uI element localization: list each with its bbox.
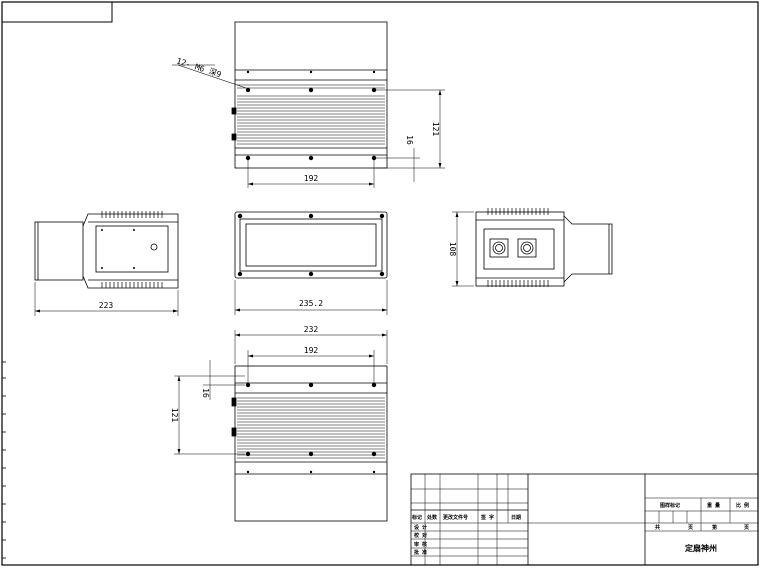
connector-right [517, 238, 537, 258]
top-view-holes [245, 70, 377, 161]
rev-header-mark: 标记 [411, 514, 422, 521]
connector-left [489, 238, 509, 258]
rev-header-count: 处数 [426, 514, 438, 521]
total-unit: 页 [688, 524, 693, 531]
bottom-view-holes [245, 382, 377, 474]
right-side-view: 108 [448, 208, 613, 287]
rev-header-date: 日期 [511, 514, 521, 521]
front-view: 235.2 [234, 211, 388, 315]
bottom-width-dim: 192 [304, 346, 319, 355]
rev-header-sign: 签 字 [480, 514, 494, 521]
right-side-vents [487, 208, 549, 287]
role-approve: 批 准 [414, 549, 427, 556]
top-height-dim: 121 [431, 122, 440, 137]
company-name: 定扇神州 [684, 543, 717, 553]
bottom-offset-dim: 16 [201, 388, 210, 398]
bottom-view: 232 192 121 16 [170, 325, 388, 522]
bottom-overall-dim: 232 [304, 325, 319, 334]
left-side-vents [101, 211, 163, 288]
stage-label: 图样标记 [660, 502, 680, 509]
weight-label: 重 量 [707, 502, 720, 509]
sheet-label: 第 [712, 524, 717, 531]
front-width-dim: 235.2 [299, 299, 323, 308]
rev-header-doc: 更改文件号 [443, 514, 468, 521]
top-view-fins [237, 84, 385, 145]
thread-callout: 12- M6 深9 [175, 56, 222, 79]
bottom-height-dim: 121 [170, 408, 179, 423]
role-check: 校 对 [414, 532, 427, 539]
top-offset-dim: 16 [405, 135, 414, 145]
role-review: 审 核 [414, 541, 427, 548]
right-height-dim: 108 [448, 242, 457, 257]
left-length-dim: 223 [99, 301, 114, 310]
top-view: 12- M6 深9 192 121 16 [172, 21, 445, 188]
role-design: 设 计 [414, 524, 427, 531]
bottom-view-fins [237, 397, 385, 459]
left-side-view: 223 [34, 211, 179, 316]
total-label: 共 [655, 524, 660, 531]
scale-label: 比 例 [736, 502, 749, 509]
top-width-dim: 192 [304, 174, 319, 183]
sheet-unit: 页 [744, 524, 749, 531]
title-block: 标记 处数 更改文件号 签 字 日期 设 计 校 对 审 核 批 准 图样标记 … [410, 473, 759, 566]
